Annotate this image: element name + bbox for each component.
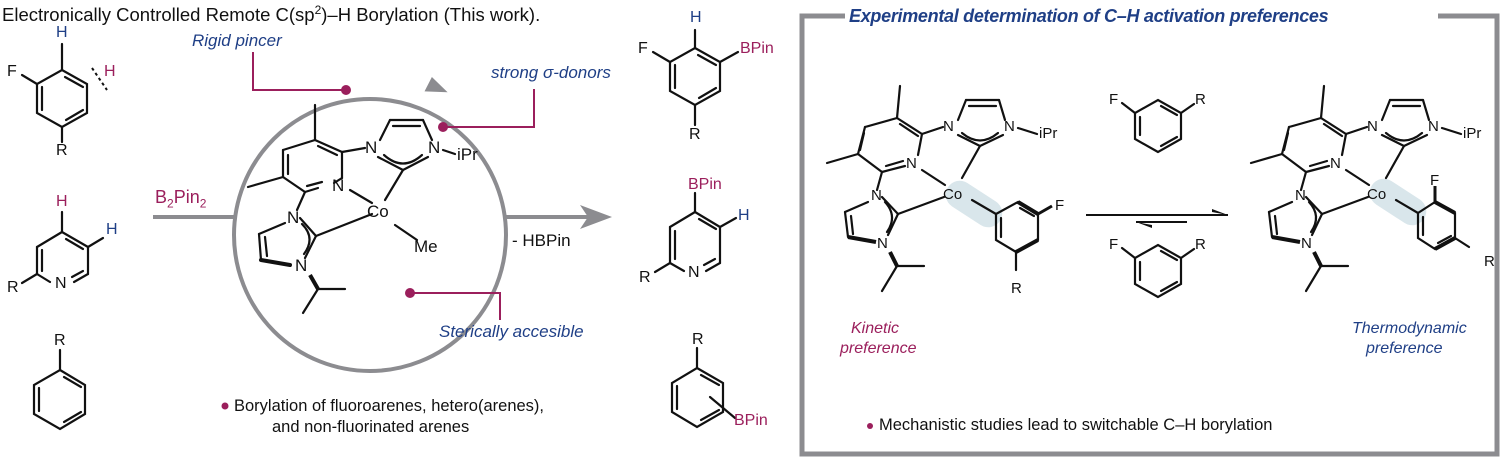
eq-top-r: R: [1195, 91, 1206, 108]
catalytic-cycle-circle: [232, 97, 508, 373]
kinetic-label-line1: Kinetic: [851, 320, 900, 337]
kin-r: R: [1011, 280, 1022, 297]
eq-top-f: F: [1109, 91, 1119, 108]
bullet-dot-left: [221, 402, 229, 410]
kinetic-complex: [825, 84, 1053, 293]
reagent-sub2: 2: [199, 196, 207, 211]
kin-n-5: N: [877, 235, 888, 252]
bullet-dot-right: [867, 423, 873, 429]
right-panel-title: Experimental determination of C–H activa…: [849, 6, 1329, 26]
prod1-r: R: [689, 126, 701, 143]
thermo-n-5: N: [1301, 235, 1312, 252]
sub2-h-blue: H: [106, 221, 118, 238]
sub2-r: R: [7, 279, 19, 296]
product-fluoroarene-bpin: [651, 28, 740, 127]
kin-n-1: N: [943, 118, 954, 135]
substrate-arene: [32, 348, 87, 431]
kinetic-label-line2: preference: [840, 340, 917, 357]
prod2-n: N: [688, 264, 700, 281]
prod1-h: H: [690, 9, 702, 26]
equilibrium-arene-bottom: [1120, 243, 1196, 299]
product-arene-bpin: [670, 346, 737, 429]
product-arrowhead: [580, 205, 612, 229]
title-superscript: 2: [314, 3, 322, 17]
thermo-n-2: N: [1428, 118, 1439, 135]
sub1-h-magenta: H: [104, 63, 116, 80]
substrate-pyridine: [20, 210, 105, 285]
sub3-r: R: [54, 332, 66, 349]
cat-n-pyridine: N: [332, 176, 345, 195]
reagent-b: B: [155, 187, 168, 207]
prod3-bpin: BPin: [734, 412, 768, 429]
left-bullet-line2: and non-fluorinated arenes: [272, 418, 470, 436]
sub1-r: R: [56, 142, 68, 159]
annotation-rigid-pincer: Rigid pincer: [192, 31, 282, 50]
thermo-n-4: N: [1295, 187, 1306, 204]
cycle-arrowhead: [424, 76, 448, 93]
cat-n-top-left: N: [365, 138, 378, 157]
thermo-label-line2: preference: [1366, 340, 1443, 357]
cat-n-bottom-1: N: [287, 208, 300, 227]
thermo-co: Co: [1367, 186, 1387, 203]
reagent-sub1: 2: [167, 196, 174, 211]
cat-me: Me: [414, 237, 438, 256]
kin-n-4: N: [871, 187, 882, 204]
prod2-h: H: [738, 207, 750, 224]
prod3-r: R: [692, 331, 704, 348]
product-pyridine-bpin: [653, 191, 738, 274]
left-bullet-line1: Borylation of fluoroarenes, hetero(arene…: [234, 397, 545, 415]
prod1-bpin: BPin: [740, 40, 774, 57]
thermo-label-line1: Thermodynamic: [1352, 320, 1467, 337]
cat-ipr-top: iPr: [457, 145, 478, 164]
eq-bottom-f: F: [1109, 236, 1119, 253]
title-suffix: )–H Borylation (This work).: [321, 4, 541, 26]
reagent-pin: Pin: [173, 187, 200, 207]
annotation-dot-donors: [438, 122, 448, 132]
prod2-r: R: [639, 269, 651, 286]
cat-co: Co: [367, 202, 389, 221]
prod1-f: F: [638, 40, 648, 57]
thermo-r: R: [1484, 253, 1495, 270]
kinetic-highlight: [945, 180, 1003, 228]
equilibrium-arrows: [1086, 209, 1228, 228]
right-bullet-text: Mechanistic studies lead to switchable C…: [879, 416, 1273, 434]
kin-co: Co: [943, 186, 963, 203]
substrate-fluoroarene: [20, 42, 108, 144]
eq-bottom-r: R: [1195, 236, 1206, 253]
thermo-ipr: iPr: [1463, 125, 1482, 142]
cat-n-bottom-2: N: [295, 256, 308, 275]
reagent-b2pin2: B2Pin2: [155, 188, 206, 210]
annotation-dot-pincer: [341, 85, 351, 95]
title-prefix: Electronically Controlled Remote C(sp: [2, 4, 315, 26]
thermo-n-1: N: [1367, 118, 1378, 135]
sub2-n: N: [55, 275, 67, 292]
prod2-bpin: BPin: [688, 176, 722, 193]
scheme-title: Electronically Controlled Remote C(sp2)–…: [2, 4, 540, 25]
equilibrium-arene-top: [1120, 98, 1196, 154]
right-panel-frame: [799, 13, 1500, 457]
thermodynamic-complex: [1249, 84, 1471, 293]
annotation-leaders: [252, 52, 535, 320]
annotation-strong-donors: strong σ-donors: [491, 63, 611, 82]
sub1-f: F: [7, 63, 17, 80]
catalyst-structure: [246, 103, 457, 315]
thermo-n-3: N: [1330, 155, 1341, 172]
annotation-sterically-accessible: Sterically accesible: [439, 322, 584, 341]
kin-n-2: N: [1004, 118, 1015, 135]
kin-f: F: [1055, 197, 1065, 214]
cat-n-top-right: N: [428, 138, 441, 157]
kin-ipr: iPr: [1039, 125, 1058, 142]
sub2-h-magenta: H: [56, 193, 68, 210]
thermo-f: F: [1430, 172, 1440, 189]
annotation-dot-steric: [405, 288, 415, 298]
byproduct-hbpin: - HBPin: [512, 231, 571, 250]
sub1-h-blue: H: [56, 24, 68, 41]
kin-n-3: N: [906, 155, 917, 172]
